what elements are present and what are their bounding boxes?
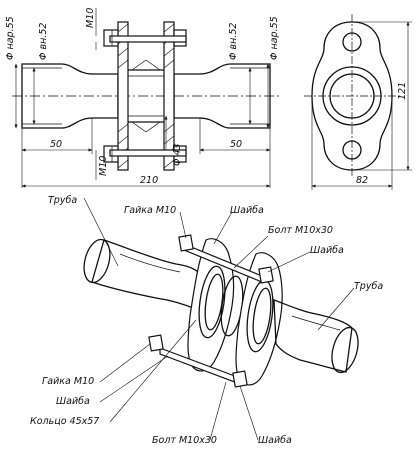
iso-flange-left (187, 238, 235, 372)
bolt-top-section (103, 29, 187, 47)
flange-left-section (117, 21, 129, 171)
label-pipe-right: Труба (354, 281, 383, 292)
label-ring: Кольцо 45х57 (30, 416, 99, 427)
label-bolt-top: Болт М10х30 (268, 225, 333, 236)
label-pipe-left: Труба (48, 195, 77, 206)
dim-right-length: 50 (230, 139, 242, 150)
iso-right-pipe (273, 299, 353, 373)
dim-outer-diameter-left: Φ нар.55 (5, 16, 16, 60)
dim-flange-height: 121 (397, 82, 408, 100)
iso-bolt-bottom (148, 334, 248, 388)
dim-ring-diameter: Φ 43 (172, 143, 183, 166)
dim-bolt-top: M10 (85, 8, 96, 28)
iso-bolt-top (178, 234, 274, 284)
label-bolt-bottom: Болт М10х30 (152, 435, 217, 446)
dim-flange-width: 82 (356, 175, 368, 186)
dim-bolt-bottom: M10 (98, 156, 109, 176)
label-washer-top: Шайба (230, 205, 264, 216)
isometric-assembly: Труба Гайка М10 Шайба Болт М10х30 Шайба … (30, 195, 383, 446)
iso-flange-right (235, 252, 283, 386)
dim-total-length: 210 (140, 175, 158, 186)
side-view: Φ нар.55 Φ вн.52 Φ вн.52 Φ нар.55 M10 M1… (5, 8, 282, 188)
sealing-ring (128, 59, 164, 133)
dim-inner-diameter-right: Φ вн.52 (228, 23, 239, 60)
label-washer-left: Шайба (56, 396, 90, 407)
dim-left-length: 50 (50, 139, 62, 150)
dim-outer-diameter-right: Φ нар.55 (269, 16, 280, 60)
label-nut-bottom: Гайка М10 (42, 376, 94, 387)
dim-inner-diameter-left: Φ вн.52 (38, 23, 49, 60)
bolt-bottom-section (103, 145, 187, 163)
label-washer-bottom: Шайба (258, 435, 292, 446)
label-nut-top: Гайка М10 (124, 205, 176, 216)
flange-front-view: 121 82 (304, 14, 412, 190)
label-washer-right: Шайба (310, 245, 344, 256)
